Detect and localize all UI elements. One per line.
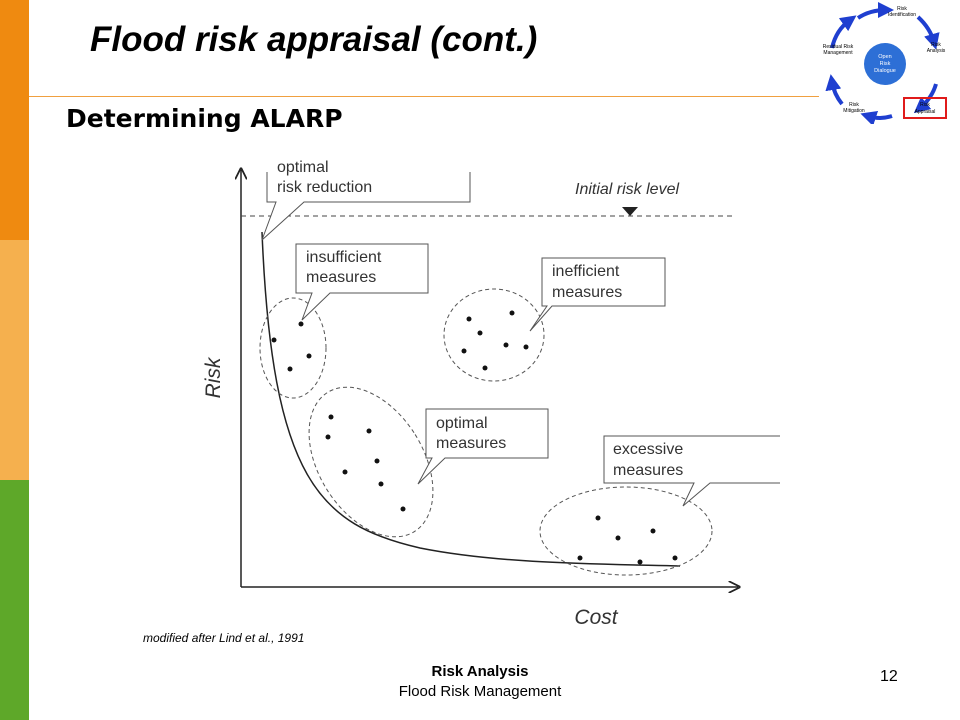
cycle-appraisal-line1: Risk <box>920 102 930 108</box>
cycle-center-line3: Dialogue <box>874 68 896 74</box>
measure-point <box>461 348 467 354</box>
cycle-residual-line1: Residual Risk <box>823 44 854 50</box>
cycle-center-circle <box>864 43 906 85</box>
sidebar-orange-segment <box>0 0 29 240</box>
callout-excessive-line1: excessive <box>613 441 683 458</box>
callout-insufficient-line1: insufficient <box>306 249 382 266</box>
callout-inefficient-line2: measures <box>552 284 622 301</box>
measure-point <box>328 414 334 420</box>
footer-course-title: Risk Analysis <box>431 663 529 680</box>
measure-point <box>577 555 583 561</box>
measure-point <box>306 353 312 359</box>
measure-point <box>523 344 529 350</box>
callout-excessive <box>603 435 780 507</box>
measure-point <box>378 481 384 487</box>
callout-optimal-measures <box>417 408 549 485</box>
initial-risk-marker <box>622 207 638 216</box>
cycle-analysis-line1: Risk <box>931 42 941 48</box>
x-axis-label: Cost <box>574 606 618 629</box>
cycle-appraisal-line2: Appraisal <box>915 109 936 115</box>
callout-optimal-measures-line2: measures <box>436 435 506 452</box>
source-credit: modified after Lind et al., 1991 <box>143 631 305 645</box>
slide-footer: Risk Analysis Flood Risk Management <box>330 662 630 702</box>
cycle-center-line2: Risk <box>880 61 891 67</box>
callout-optimal-reduction <box>261 172 471 241</box>
cluster-optimal <box>308 386 434 538</box>
risk-cycle-diagram: Open Risk Dialogue Risk Identification R… <box>823 2 947 124</box>
cycle-residual-line2: Management <box>823 50 853 56</box>
cycle-identification-line1: Risk <box>897 6 907 12</box>
sidebar-green-segment <box>0 480 29 720</box>
cycle-analysis-line2: Analysis <box>927 48 946 54</box>
cycle-appraisal-highlight <box>903 97 947 119</box>
cluster-excessive <box>539 486 713 576</box>
y-axis-label: Risk <box>202 356 225 398</box>
measure-point <box>509 310 515 316</box>
risk-curve <box>261 231 681 567</box>
measure-point <box>325 434 331 440</box>
slide-title: Flood risk appraisal (cont.) <box>90 20 538 59</box>
measure-point <box>287 366 293 372</box>
callout-optimal-reduction-line2: risk reduction <box>277 179 372 196</box>
initial-risk-label: Initial risk level <box>575 181 679 198</box>
measure-point <box>477 330 483 336</box>
measure-point <box>482 365 488 371</box>
cycle-center-line1: Open <box>878 54 891 60</box>
slide-subtitle: Determining ALARP <box>66 104 343 133</box>
measure-point <box>466 316 472 322</box>
cycle-mitigation-line2: Mitigation <box>843 108 865 114</box>
cycle-identification-line2: Identification <box>888 12 916 18</box>
measure-point <box>615 535 621 541</box>
measure-point <box>650 528 656 534</box>
callout-optimal-reduction-line1: optimal <box>277 159 329 176</box>
measure-point <box>672 555 678 561</box>
callout-insufficient <box>295 243 429 321</box>
measure-point <box>595 515 601 521</box>
cluster-insufficient <box>259 297 327 399</box>
measure-point <box>298 321 304 327</box>
callout-inefficient <box>529 257 666 332</box>
callout-insufficient-line2: measures <box>306 269 376 286</box>
measure-point <box>503 342 509 348</box>
measure-point <box>374 458 380 464</box>
page-number: 12 <box>880 668 898 685</box>
measure-point <box>400 506 406 512</box>
footer-course-subtitle: Flood Risk Management <box>398 683 562 700</box>
measure-point <box>366 428 372 434</box>
cluster-inefficient <box>443 288 545 382</box>
measure-point <box>342 469 348 475</box>
measure-point <box>271 337 277 343</box>
callout-optimal-measures-line1: optimal <box>436 415 488 432</box>
sidebar-peach-segment <box>0 240 29 480</box>
measure-points <box>271 310 678 565</box>
title-divider <box>29 96 819 97</box>
sidebar-color-bar <box>0 0 29 720</box>
cycle-mitigation-line1: Risk <box>849 102 859 108</box>
callout-excessive-line2: measures <box>613 462 683 479</box>
measure-point <box>637 559 643 565</box>
alarp-diagram: Risk Cost Initial risk level optimal ris… <box>202 159 780 629</box>
callout-inefficient-line1: inefficient <box>552 263 620 280</box>
